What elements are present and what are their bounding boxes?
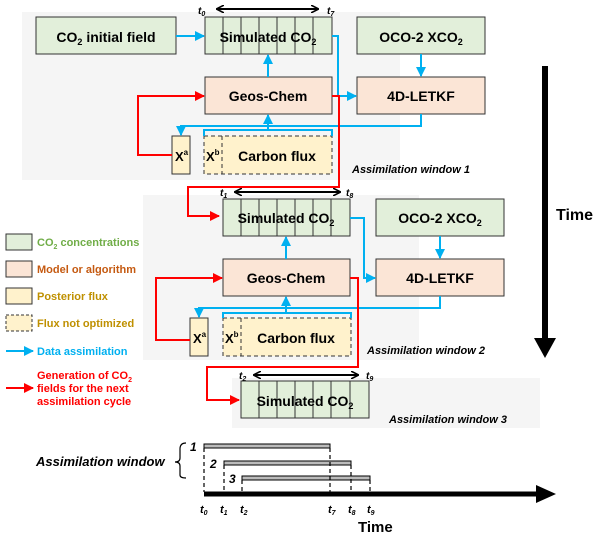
carbon-flux-box-1 (203, 135, 333, 175)
tick-t9: t9 (367, 504, 375, 517)
legend-label-posterior-flux: Posterior flux (37, 291, 109, 303)
window-bar-3 (241, 475, 371, 481)
timeline-axis-label: Time (358, 519, 393, 536)
window-2-label: Assimilation window 2 (366, 345, 485, 357)
legend-swatch-model (5, 260, 33, 278)
window-number-2: 2 (209, 457, 217, 471)
arrow-letkf-to-xa-2 (194, 296, 441, 318)
legend-swatch-flux-not-optimized (5, 314, 33, 332)
xb-label-1: Xb (206, 148, 220, 164)
t-end-label-1: t7 (327, 6, 335, 18)
simulated-co2-box-2 (222, 198, 351, 237)
carbon-flux-label-1: Carbon flux (238, 148, 316, 164)
time-arrow-label: Time (556, 207, 593, 224)
legend-swatch-co2 (5, 233, 33, 251)
co2-initial-field-box (35, 16, 177, 55)
letkf-box-2 (375, 258, 505, 297)
legend: CO2 concentrations Model or algorithm Po… (5, 233, 139, 408)
carbon-flux-box-2 (222, 317, 352, 357)
legend-label-co2: CO2 concentrations (37, 237, 139, 251)
t-start-label-1: t0 (198, 6, 205, 18)
t-end-label-2: t8 (346, 188, 353, 200)
arrow-simulated-to-letkf-2 (350, 217, 376, 283)
legend-label-flux-not-optimized: Flux not optimized (37, 318, 134, 330)
legend-swatch-posterior-flux (5, 287, 33, 305)
window-number-1: 1 (190, 440, 197, 454)
letkf-label-2: 4D-LETKF (406, 270, 474, 286)
tick-t8: t8 (348, 504, 356, 517)
legend-label-data-assimilation: Data assimilation (37, 346, 128, 358)
legend-label-model: Model or algorithm (37, 264, 136, 276)
tick-t0: t0 (200, 504, 208, 517)
simulated-co2-label-1: Simulated CO2 (220, 29, 317, 47)
timeline-axis-arrowhead (536, 485, 556, 503)
xa-label-1: Xa (175, 148, 189, 164)
xb-label-2: Xb (225, 330, 239, 346)
geos-chem-label-1: Geos-Chem (229, 88, 308, 104)
simulated-co2-box-3 (240, 380, 370, 419)
arrow-xa-to-geoschem-2 (155, 273, 223, 341)
letkf-box-1 (356, 76, 486, 115)
window-1: CO2 initial field Simulated CO2 t0 t7 OC… (35, 6, 486, 221)
t-end-label-3: t9 (366, 371, 373, 383)
tick-t7: t7 (328, 504, 337, 517)
window-3-label: Assimilation window 3 (388, 414, 507, 426)
timeline: Assimilation window 1 2 3 t0 t1 t2 t7 t8… (35, 440, 556, 536)
timeline-brace (174, 442, 187, 479)
tick-t2: t2 (240, 504, 248, 517)
arrow-geoschem-to-window-3 (206, 277, 359, 405)
simulated-co2-box-1 (204, 16, 333, 55)
window-3: Simulated CO2 t2 t9 Assimilation window … (239, 371, 507, 426)
oco2-xco2-label-2: OCO-2 XCO2 (398, 210, 482, 228)
letkf-label-1: 4D-LETKF (387, 88, 455, 104)
timeline-label: Assimilation window (35, 454, 165, 469)
simulated-co2-label-3: Simulated CO2 (257, 393, 354, 411)
geos-chem-label-2: Geos-Chem (247, 270, 326, 286)
legend-label-generation-line2: fields for the next (37, 383, 129, 395)
window-1-label: Assimilation window 1 (351, 164, 470, 176)
arrow-letkf-to-xa-1 (176, 114, 422, 136)
window-bar-1 (203, 443, 331, 449)
legend-label-generation-line3: assimilation cycle (37, 396, 131, 408)
oco2-xco2-label-1: OCO-2 XCO2 (379, 29, 463, 47)
arrow-geoschem-to-window-2 (187, 95, 340, 221)
tick-t1: t1 (220, 504, 228, 517)
window-2: Simulated CO2 t1 t8 OCO-2 XCO2 Geos-Chem… (155, 188, 505, 405)
arrow-xa-to-geoschem-1 (137, 91, 205, 156)
xa-label-2: Xa (193, 330, 207, 346)
co2-initial-field-label: CO2 initial field (56, 29, 155, 47)
time-arrow-head (534, 338, 556, 358)
carbon-flux-label-2: Carbon flux (257, 330, 335, 346)
t-start-label-2: t1 (220, 188, 227, 200)
window-number-3: 3 (229, 472, 236, 486)
legend-label-generation-line1: Generation of CO2 (37, 370, 132, 384)
xa-box-2 (189, 317, 209, 357)
simulated-co2-label-2: Simulated CO2 (238, 210, 335, 228)
t-start-label-3: t2 (239, 371, 246, 383)
oco2-xco2-box-2 (375, 198, 505, 237)
window-bar-2 (223, 460, 352, 466)
arrow-simulated-to-letkf-1 (332, 35, 357, 101)
